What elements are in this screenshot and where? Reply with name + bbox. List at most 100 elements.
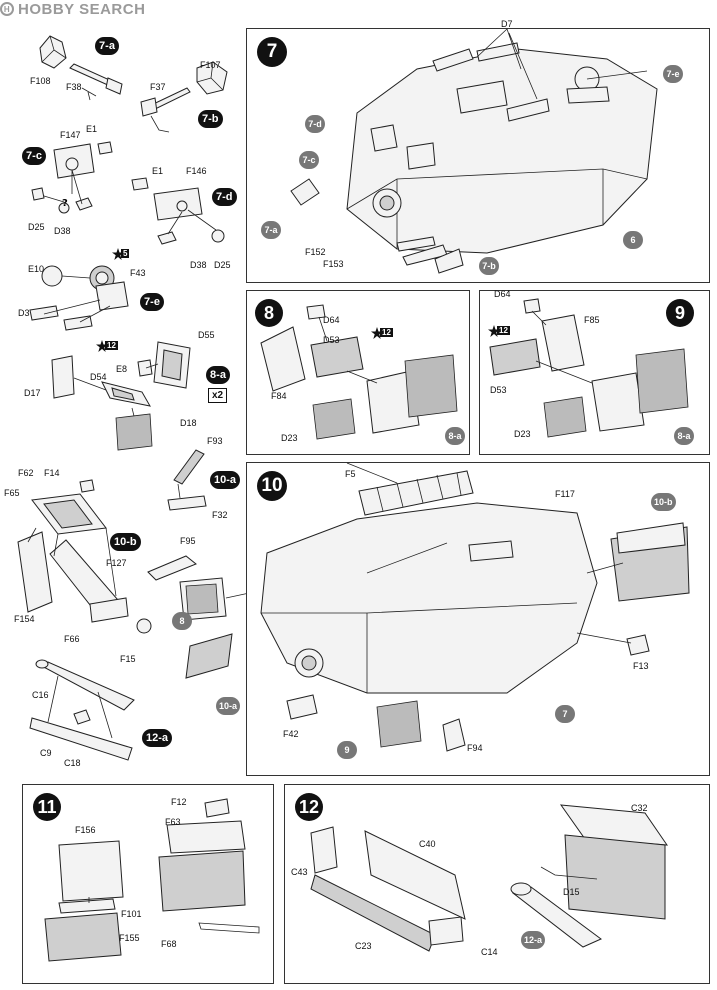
ref-step-10a-badge: 10-a <box>216 697 241 715</box>
part-D23-label-2: D23 <box>514 429 531 439</box>
part-D55-label: D55 <box>198 330 215 340</box>
part-F147-label: F147 <box>60 130 81 140</box>
part-E10-label: E10 <box>28 264 45 274</box>
part-C16-label: C16 <box>32 690 49 700</box>
part-F155-label: F155 <box>119 933 140 943</box>
ref-6-badge: 6 <box>623 231 643 249</box>
part-F95-label: F95 <box>180 536 196 546</box>
substep-8a-badge: 8-a <box>206 366 230 384</box>
step-11-drawing <box>44 798 260 962</box>
ref-7a-badge: 7-a <box>261 221 281 239</box>
part-F152-label: F152 <box>305 247 326 257</box>
ref-step-9-badge: 9 <box>337 741 357 759</box>
part-F156-label: F156 <box>75 825 96 835</box>
part-D64-label: D64 <box>323 315 340 325</box>
step-10-panel: 10 F5 F117 10-b F13 7 F42 9 F94 <box>246 462 710 776</box>
part-F153-label: F153 <box>323 259 344 269</box>
part-F146-label: F146 <box>186 166 207 176</box>
svg-text:?: ? <box>62 198 68 209</box>
step-9-drawing <box>489 298 689 438</box>
ref-8a-badge-2: 8-a <box>674 427 694 445</box>
part-D38-label-2: D38 <box>190 260 207 270</box>
part-F66-label: F66 <box>64 634 80 644</box>
part-F62-label: F62 <box>18 468 34 478</box>
ref-step-8-badge: 8 <box>172 612 192 630</box>
step-10-number: 10 <box>257 471 287 501</box>
part-D7-label: D7 <box>501 19 513 29</box>
part-F63-label: F63 <box>165 817 181 827</box>
part-F65-label: F65 <box>4 488 20 498</box>
part-D54-label: D54 <box>90 372 107 382</box>
substep-7a-badge: 7-a <box>95 37 119 55</box>
subassembly-7a-drawing <box>39 35 123 101</box>
part-F127-label: F127 <box>106 558 127 568</box>
ref-8a-badge: 8-a <box>445 427 465 445</box>
step-9-panel: 9 D64 F85 12 D53 D23 8-a <box>479 289 710 455</box>
part-F84-label: F84 <box>271 391 287 401</box>
part-F101-label: F101 <box>121 909 142 919</box>
part-F94-label: F94 <box>467 743 483 753</box>
part-D17-label: D17 <box>24 388 41 398</box>
part-D18-label: D18 <box>180 418 197 428</box>
star-step-number: 12 <box>497 326 510 335</box>
star-step-number: 5 <box>121 249 130 258</box>
ref-step-7-badge: 7 <box>555 705 575 723</box>
substep-7d-badge: 7-d <box>212 188 237 206</box>
reference-star-12: 12 <box>96 340 118 354</box>
part-F43-label: F43 <box>130 268 146 278</box>
subassembly-8a-drawing <box>51 341 191 451</box>
subassembly-7c-drawing: ? <box>31 141 113 214</box>
step-9-number: 9 <box>666 299 694 327</box>
part-F93-label: F93 <box>207 436 223 446</box>
part-C18-label: C18 <box>64 758 81 768</box>
part-F107-label: F107 <box>200 60 221 70</box>
star-icon <box>96 340 108 352</box>
part-D64-label-2: D64 <box>494 289 511 299</box>
subassembly-7e-drawing <box>29 265 129 331</box>
part-D38-label: D38 <box>54 226 71 236</box>
step-8-number: 8 <box>255 299 283 327</box>
part-F42-label: F42 <box>283 729 299 739</box>
substep-7c-badge: 7-c <box>22 147 46 165</box>
step-7-panel: 7 D7 7-e 7-d 7-c 7-a 6 7-b F152 F153 <box>246 19 710 283</box>
reference-star-12: 12 <box>371 327 393 341</box>
part-F154-label: F154 <box>14 614 35 624</box>
star-step-number: 12 <box>380 328 393 337</box>
part-F108-label: F108 <box>30 76 51 86</box>
part-C23-label: C23 <box>355 941 372 951</box>
part-E1-label-2: E1 <box>152 166 164 176</box>
substep-7b-badge: 7-b <box>198 110 223 128</box>
part-F13-label: F13 <box>633 661 649 671</box>
part-D15-label: D15 <box>563 887 580 897</box>
part-C40-label: C40 <box>419 839 436 849</box>
ref-7e-badge: 7-e <box>663 65 683 83</box>
part-F14-label: F14 <box>44 468 60 478</box>
part-C9-label: C9 <box>40 748 52 758</box>
hobby-search-logo: H HOBBY SEARCH <box>0 0 717 18</box>
ref-10b-badge: 10-b <box>651 493 676 511</box>
part-F38-label: F38 <box>66 82 82 92</box>
step-8-drawing <box>260 304 458 440</box>
step-12-drawing <box>310 804 669 952</box>
substep-10b-badge: 10-b <box>110 533 141 551</box>
part-F12-label: F12 <box>171 797 187 807</box>
step-10-turret-drawing <box>260 462 690 752</box>
star-icon <box>112 248 124 260</box>
brand-name: HOBBY SEARCH <box>18 0 146 18</box>
substep-7e-badge: 7-e <box>140 293 164 311</box>
subassembly-10a-drawing <box>167 449 207 511</box>
reference-star-5: 5 <box>112 248 134 262</box>
logo-icon: H <box>0 2 14 16</box>
part-C43-label: C43 <box>291 867 308 877</box>
part-F68-label: F68 <box>161 939 177 949</box>
star-step-number: 12 <box>105 341 118 350</box>
part-D25-label-2: D25 <box>214 260 231 270</box>
part-D3-label: D3 <box>18 308 30 318</box>
subassembly-7d-drawing <box>131 177 225 245</box>
part-D25-label: D25 <box>28 222 45 232</box>
part-D23-label: D23 <box>281 433 298 443</box>
step-11-panel: 11 F156 F101 F155 F12 F63 F68 <box>22 784 274 984</box>
step-12-number: 12 <box>295 793 323 821</box>
step-7-number: 7 <box>257 37 287 67</box>
step-7-turret-drawing <box>290 28 658 274</box>
